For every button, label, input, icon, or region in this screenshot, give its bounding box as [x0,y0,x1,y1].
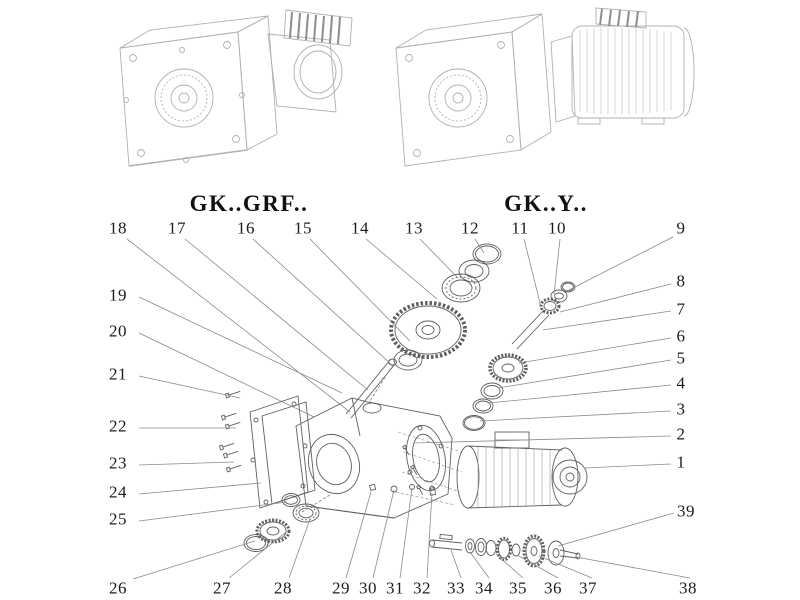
output-shaft-assembly [429,533,581,568]
variant-title-y: GK..Y.. [504,191,588,216]
motor-studs [402,444,424,496]
callout-4: 4 [676,373,686,393]
gearbox-y-drawing [395,7,695,167]
callout-7: 7 [676,299,686,319]
callout-10: 10 [548,218,566,238]
callout-36: 36 [544,578,562,598]
callout-15: 15 [294,218,312,238]
callout-24: 24 [109,482,127,502]
bevel-gear-and-rings [462,353,528,431]
callout-11: 11 [511,218,529,238]
gearbox-grf-drawing [119,9,353,167]
input-pinion-cluster [511,281,576,350]
gear-housing [295,397,453,519]
callout-5: 5 [676,348,686,368]
callout-33: 33 [447,578,465,598]
callout-32: 32 [413,578,431,598]
callout-21: 21 [109,364,127,384]
callout-25: 25 [109,509,127,529]
callout-3: 3 [676,399,686,419]
leader-lines [126,236,691,580]
callout-13: 13 [405,218,423,238]
callout-2: 2 [676,424,686,444]
callout-8: 8 [676,271,686,291]
callout-23: 23 [109,453,127,473]
callout-9: 9 [676,218,686,238]
callout-17: 17 [168,218,186,238]
callout-20: 20 [109,321,127,341]
small-fasteners [368,483,437,496]
callout-1: 1 [676,452,686,472]
callout-38: 38 [679,578,697,598]
callout-22: 22 [109,416,127,436]
callout-16: 16 [237,218,255,238]
callout-6: 6 [676,326,686,346]
callout-18: 18 [109,218,127,238]
callout-19: 19 [109,285,127,305]
callout-34: 34 [475,578,493,598]
alignment-dashes [395,431,463,506]
callout-31: 31 [386,578,404,598]
callout-39: 39 [677,501,695,521]
callout-14: 14 [351,218,369,238]
callout-29: 29 [332,578,350,598]
callout-30: 30 [359,578,377,598]
callout-35: 35 [509,578,527,598]
callout-37: 37 [579,578,597,598]
callout-26: 26 [109,578,127,598]
main-gear-and-bearings [389,243,502,371]
exploded-view-drawing [218,243,588,568]
variant-title-grf: GK..GRF.. [189,191,309,216]
callout-27: 27 [213,578,231,598]
input-shaft-vertical [345,358,397,419]
electric-motor [395,431,588,509]
callout-12: 12 [461,218,479,238]
callout-28: 28 [274,578,292,598]
bolt-set [218,390,242,473]
